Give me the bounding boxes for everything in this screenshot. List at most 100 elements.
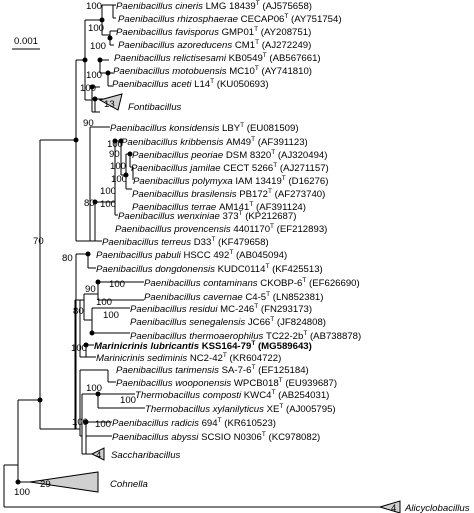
taxon-label: Paenibacillus contaminans CKOBP-6T (EF62… [144, 277, 360, 289]
taxon-name: Marinicrinis sediminis [96, 353, 190, 364]
scale-bar-label: 0.001 [14, 36, 38, 47]
taxon-label: Paenibacillus azoreducens CM1T (AJ272249… [118, 39, 311, 51]
bootstrap-value: 100 [109, 279, 125, 290]
taxon-name: Paenibacillus favisporus [116, 27, 222, 38]
taxon-name: Paenibacillus senegalensis [130, 317, 248, 328]
taxon-accession: (EU939687) [283, 378, 337, 389]
taxon-accession: (AJ005795) [283, 404, 335, 415]
node-markers [15, 17, 133, 485]
bootstrap-value: 100 [86, 1, 102, 12]
taxon-accession: (JF824808) [274, 317, 326, 328]
taxon-name: Paenibacillus radicis [112, 418, 202, 429]
taxon-label: Paenibacillus kribbensis AM49T (AF391123… [121, 136, 308, 148]
taxon-accession: (EF125184) [255, 365, 308, 376]
bootstrap-value: 100 [71, 343, 87, 354]
clade-saccharibacillus-count: 4 [96, 450, 102, 461]
bootstrap-value: 80 [73, 306, 84, 317]
taxon-label: Paenibacillus polymyxa IAM 13419T (D1627… [133, 175, 328, 187]
taxon-name: Paenibacillus abyssi [112, 432, 201, 443]
bootstrap-value: 80 [62, 253, 73, 264]
clade-cohnella-label: Cohnella [110, 479, 148, 490]
taxon-label: Paenibacillus pabuli HSCC 492T (AB045094… [96, 249, 287, 261]
taxon-accession: (EU081509) [244, 123, 298, 134]
taxon-label: Paenibacillus terrae AM141T (AF391124) [132, 201, 306, 213]
bootstrap-value: 100 [107, 139, 123, 150]
taxon-label: Paenibacillus cineris LMG 18439T (AJ5756… [116, 0, 312, 12]
taxon-name: Paenibacillus cineris [116, 1, 206, 12]
type-strain-marker: T [229, 249, 233, 256]
bootstrap-value: 100 [86, 383, 102, 394]
taxon-strain: C4-5 [245, 292, 266, 303]
taxon-accession: (KF479658) [215, 237, 268, 248]
type-strain-marker: T [265, 263, 269, 270]
clade-alicyclobacillus-count: 4 [391, 503, 397, 513]
taxon-name: Paenibacillus wooponensis [116, 378, 234, 389]
bootstrap-value: 100 [86, 70, 102, 81]
taxon-accession: (AB254031) [275, 390, 329, 401]
taxon-name: Paenibacillus contaminans [144, 278, 260, 289]
clade-fontibacillus-label: Fontibacillus [128, 102, 182, 113]
taxon-label: Paenibacillus aceti L14T (KU050693) [112, 78, 269, 90]
taxon-accession: (AJ271157) [277, 163, 329, 174]
taxon-strain: CECAP06 [241, 14, 285, 25]
clade-alicyclobacillus-label: Alicyclobacillus [404, 503, 470, 513]
taxon-strain: 694 [202, 418, 219, 429]
type-strain-marker: T [240, 122, 244, 129]
type-strain-marker: T [249, 201, 253, 208]
bootstrap-value: 100 [110, 161, 126, 172]
bootstrap-value: 100 [95, 419, 111, 430]
taxon-strain: PB172 [239, 189, 268, 200]
taxon-strain: NC2-42 [190, 353, 223, 364]
bootstrap-value: 100 [103, 310, 119, 321]
taxon-strain: 4401170 [233, 224, 270, 235]
taxon-name: Thermobacillus composti [135, 390, 244, 401]
taxon-name: Paenibacillus thermoaerophilus [130, 331, 266, 342]
taxon-strain: DSM 8320 [226, 150, 271, 161]
taxon-label: Thermobacillus composti KWC4T (AB254031) [135, 389, 329, 401]
bootstrap-value: 90 [109, 149, 120, 160]
taxon-label: Paenibacillus motobuensis MC10T (AY74181… [113, 65, 312, 77]
taxon-strain: SCSIO N0306 [201, 432, 262, 443]
taxon-accession: (MG589643) [255, 341, 312, 352]
taxon-accession: (KF425513) [269, 264, 322, 275]
taxon-accession: (KU050693) [214, 79, 268, 90]
taxon-accession: (AY208751) [258, 27, 311, 38]
clade-saccharibacillus-triangle [90, 447, 105, 461]
taxon-label: Paenibacillus cavernae C4-5T (LN852381) [144, 291, 323, 303]
taxon-strain: 373 [223, 211, 239, 222]
type-strain-marker: T [302, 277, 306, 284]
type-strain-marker: T [272, 389, 276, 396]
taxon-label: Paenibacillus dongdonensis KUDC0114T (KF… [96, 263, 323, 275]
bootstrap-value: 100 [90, 41, 106, 52]
taxon-accession: (AY741810) [259, 66, 312, 77]
bootstrap-value: 100 [111, 174, 127, 185]
type-strain-marker: T [251, 340, 255, 347]
type-strain-marker: T [271, 149, 275, 156]
taxon-strain: TC22-2b [266, 331, 303, 342]
taxon-name: Thermobacillus xylanilyticus [145, 404, 267, 415]
taxon-accession: (AF391123) [255, 137, 308, 148]
taxon-label: Paenibacillus peoriae DSM 8320T (AJ32049… [132, 149, 327, 161]
clade-fontibacillus-count: 13 [104, 99, 115, 110]
taxon-accession: (KR610523) [222, 418, 276, 429]
taxon-name: Paenibacillus relictisesami [114, 53, 229, 64]
taxon-strain: GMP01 [222, 27, 255, 38]
taxon-label: Paenibacillus senegalensis JC66T (JF8248… [130, 316, 326, 328]
bootstrap-value: 100 [80, 83, 96, 94]
taxon-strain: LBY [222, 123, 241, 134]
type-strain-marker: T [256, 0, 260, 7]
taxon-name: Marinicrinis lubricantis [94, 341, 202, 352]
type-strain-marker: T [270, 316, 274, 323]
clade-fontibacillus-triangle [98, 93, 123, 111]
taxon-strain: WPCB018 [234, 378, 279, 389]
taxon-label: Marinicrinis lubricantis KSS164-79T (MG5… [94, 340, 312, 352]
collapsed-clades: 13 Fontibacillus 4 Saccharibacillus 29 C… [29, 93, 470, 513]
bootstrap-value: 100 [88, 23, 104, 34]
taxon-label: Paenibacillus wenxiniae 373T (KP212687) [118, 210, 296, 222]
taxon-name: Paenibacillus polymyxa [133, 176, 235, 187]
type-strain-marker: T [211, 236, 215, 243]
taxon-strain: CM1 [235, 40, 255, 51]
taxon-label: Thermobacillus xylanilyticus XET (AJ0057… [145, 403, 336, 415]
taxon-label: Paenibacillus abyssi SCSIO N0306T (KC978… [112, 431, 320, 443]
